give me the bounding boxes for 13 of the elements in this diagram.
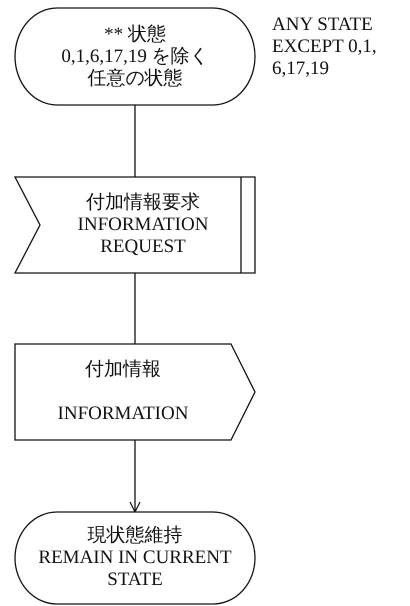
output-signal-symbol — [15, 344, 255, 440]
input-signal-symbol — [15, 177, 255, 273]
arrow — [129, 440, 141, 513]
connector-line — [134, 105, 136, 177]
signal-label: 付加情報要求 — [86, 192, 200, 214]
state-label: ** 状態 0,1,6,17,19 を除く任意の状態 — [60, 24, 210, 90]
signal-label: INFORMATION REQUEST — [76, 214, 210, 258]
signal-label: 付加情報 — [85, 359, 161, 381]
state-label: REMAIN IN CURRENT STATE — [37, 547, 233, 591]
state-label: 現状態維持 — [88, 525, 182, 547]
signal-label: INFORMATION — [58, 403, 188, 425]
state-note: ANY STATE EXCEPT 0,1, 6,17,19 — [272, 14, 378, 80]
connector-line — [134, 273, 136, 344]
